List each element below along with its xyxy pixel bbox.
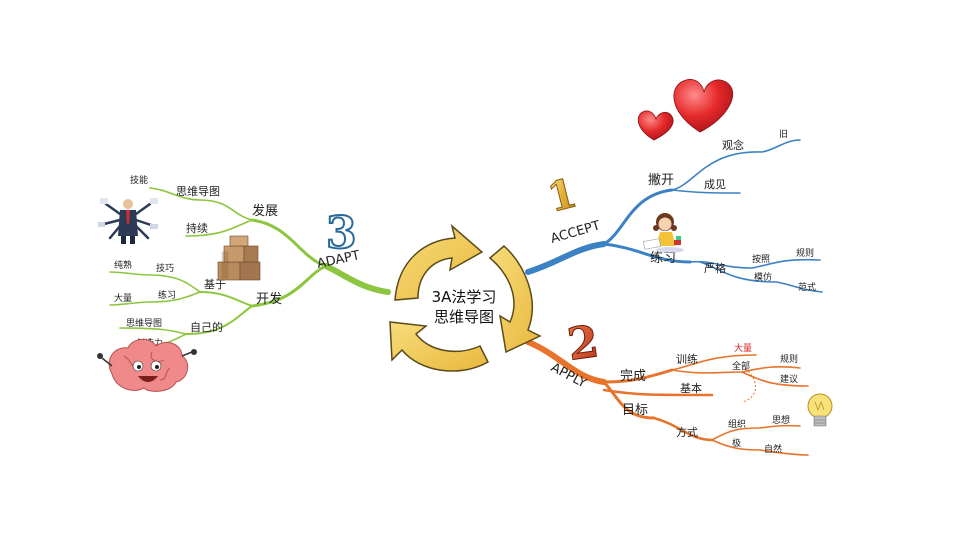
accept-node-anzhao: 按照: [752, 253, 770, 265]
cycle-arrows-icon: [389, 223, 542, 372]
accept-node-yange: 严格: [704, 261, 726, 275]
adapt-leaf-siwei: 思维导图: [126, 317, 162, 329]
apply-node-quanbu: 全部: [732, 360, 750, 372]
adapt-leaf-daliang: 大量: [114, 292, 132, 304]
adapt-node-zijide: 自己的: [190, 320, 223, 334]
accept-node-chengjian: 成见: [704, 178, 726, 191]
adapt-branch-1: 发展: [252, 203, 278, 219]
center-title-line1: 3A法学习: [432, 288, 497, 306]
apply-node-daliang: 大量: [734, 342, 752, 354]
accept-node-guannian: 观念: [722, 138, 744, 152]
lightbulb-icon: [807, 393, 833, 427]
apply-node-jiben: 基本: [680, 381, 702, 395]
apply-number-icon: 2: [564, 316, 601, 371]
adapt-node-jiqiao: 技巧: [156, 262, 174, 274]
apply-leaf-jianyi: 建议: [780, 373, 798, 385]
apply-branch-2: 目标: [622, 403, 648, 418]
girl-reading-icon: [643, 213, 684, 253]
brain-mascot-icon: [97, 339, 197, 392]
center-title-line2: 思维导图: [434, 308, 494, 326]
accept-node-mofang: 模仿: [754, 271, 772, 283]
adapt-leaf-chunshu: 纯熟: [114, 259, 132, 271]
hearts-icon: [637, 79, 733, 141]
apply-leaf-ziran: 自然: [764, 443, 782, 455]
apply-dashed-link: [741, 365, 756, 403]
accept-label: ACCEPT: [549, 218, 602, 246]
accept-branch-2: 练习: [650, 251, 676, 266]
apply-node-zuzhi: 组织: [728, 418, 746, 430]
apply-node-xunlian: 训练: [676, 352, 698, 366]
adapt-node-jiyu: 基于: [204, 278, 226, 291]
accept-leaf-fanshi: 范式: [798, 281, 816, 293]
apply-leaf-sixiang: 思想: [772, 414, 790, 426]
apply-branch-1: 完成: [620, 369, 646, 384]
boxes-icon: [217, 235, 261, 281]
accept-leaf-jiu: 旧: [779, 129, 788, 140]
accept-leaf-guize: 规则: [796, 247, 814, 259]
accept-branch-1: 撇开: [648, 173, 674, 188]
adapt-branch-lines: [109, 187, 391, 349]
apply-node-fangshi: 方式: [676, 425, 698, 439]
apply-leaf-guize: 规则: [780, 353, 798, 365]
adapt-node-siwei: 思维导图: [176, 185, 220, 198]
accept-branch-lines: [525, 139, 823, 293]
adapt-node-lianxi: 练习: [158, 289, 176, 301]
apply-node-ji: 极: [732, 437, 741, 449]
multitasking-businessman-icon: [98, 198, 158, 244]
accept-number-icon: 1: [543, 169, 581, 221]
apply-branch-lines: [525, 339, 809, 456]
adapt-number-icon: 3: [326, 208, 357, 259]
adapt-leaf-jineng: 技能: [130, 174, 148, 186]
adapt-branch-2: 开发: [256, 291, 282, 307]
adapt-node-chixu: 持续: [186, 221, 208, 235]
